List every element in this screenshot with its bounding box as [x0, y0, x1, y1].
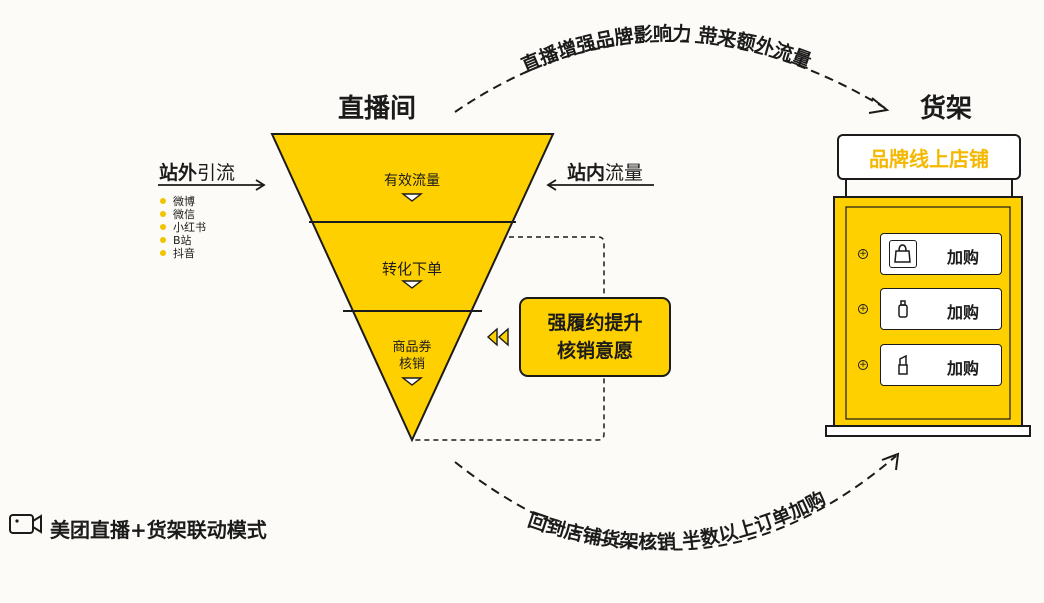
list-item: 抖音 [158, 247, 206, 260]
list-item: 小红书 [158, 221, 206, 234]
down-arrow-3 [400, 377, 424, 386]
inside-traffic-rest: 流量 [605, 162, 644, 184]
shelf-slot[interactable]: 加购 [880, 233, 1002, 275]
promo-line2: 核销意愿 [556, 340, 633, 362]
video-camera-icon [9, 514, 34, 534]
shelf-inner-frame [845, 206, 1011, 420]
store-sign-label: 品牌线上店铺 [869, 146, 989, 171]
add-to-cart-label: 加购 [947, 248, 980, 267]
top-dashed-arc [454, 40, 886, 113]
funnel-bottom-line1: 商品券 [392, 340, 432, 355]
plus-circle-icon: + [858, 360, 868, 370]
outside-traffic-arrowhead [255, 179, 266, 191]
footer-title: 美团直播+货架联动模式 [50, 518, 267, 542]
funnel-bottom-line2: 核销 [398, 357, 425, 372]
top-arc-arrowhead [868, 97, 890, 114]
inside-traffic-bold: 站内 [567, 162, 606, 184]
bottom-dashed-arc [454, 455, 897, 551]
promo-line1: 强履约提升 [547, 312, 643, 334]
inside-traffic-arrowhead [546, 179, 557, 191]
bottom-arc-arrowhead [881, 452, 900, 471]
add-to-cart-label: 加购 [947, 359, 980, 378]
funnel-top-label: 有效流量 [384, 173, 440, 189]
shelf-base [825, 425, 1031, 437]
shelf-slot[interactable]: 加购 [880, 344, 1002, 386]
plus-circle-icon: + [858, 249, 868, 259]
outside-traffic-label: 站外引流 [159, 158, 235, 185]
inside-traffic-label: 站内流量 [567, 158, 643, 185]
left-chevron-2 [497, 327, 509, 347]
promo-box: 强履约提升 核销意愿 [519, 297, 671, 377]
outside-traffic-rest: 引流 [197, 162, 236, 184]
live-room-title: 直播间 [338, 94, 417, 124]
list-item: B站 [158, 234, 206, 247]
top-arc-label: 直播增强品牌影响力 带来额外流量 [518, 22, 815, 77]
outside-traffic-list: 微博 微信 小红书 B站 抖音 [158, 195, 206, 260]
left-chevron-1 [486, 327, 498, 347]
plus-circle-icon: + [858, 304, 868, 314]
down-arrow-2 [400, 280, 424, 289]
funnel-middle-label: 转化下单 [381, 260, 442, 278]
shelf-title: 货架 [920, 94, 973, 124]
shopping-bag-icon [889, 240, 917, 268]
down-arrow-1 [400, 193, 424, 202]
bottle-icon [889, 295, 917, 323]
list-item: 微博 [158, 195, 206, 208]
lipstick-icon [889, 351, 917, 379]
bottom-arc-label: 回到店铺货架核销 半数以上订单加购 [525, 487, 829, 554]
list-item: 微信 [158, 208, 206, 221]
outside-traffic-bold: 站外 [159, 162, 198, 184]
shelf-slot[interactable]: 加购 [880, 288, 1002, 330]
store-sign: 品牌线上店铺 [837, 134, 1021, 180]
add-to-cart-label: 加购 [947, 303, 980, 322]
